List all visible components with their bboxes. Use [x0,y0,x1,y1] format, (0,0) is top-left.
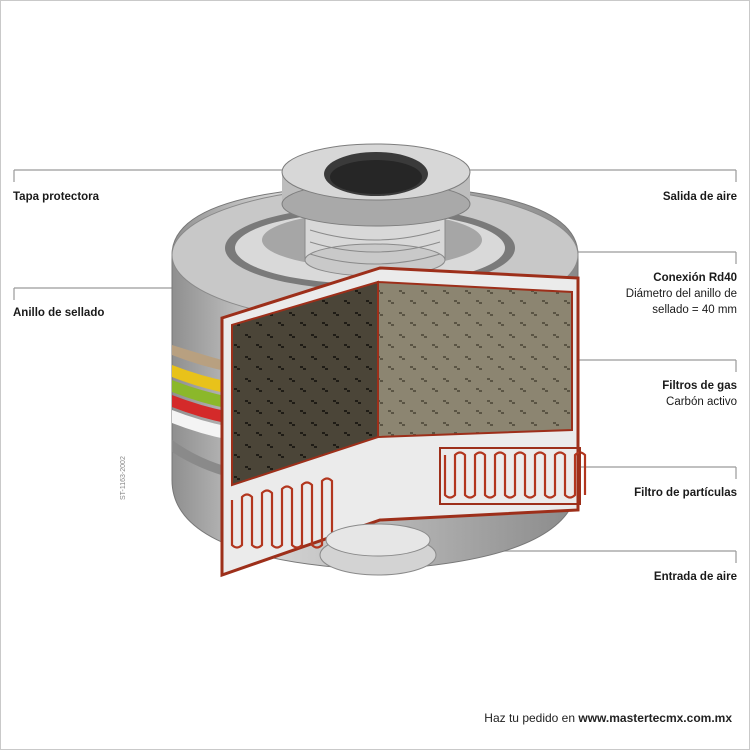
label-conexion-title: Conexión Rd40 [653,272,737,284]
label-filtro-de-particulas: Filtro de partículas [634,487,737,499]
label-anillo-de-sellado: Anillo de sellado [13,307,105,319]
label-conexion-detail-1: Diámetro del anillo de [625,288,737,300]
particle-pleats-right [443,451,587,499]
label-filtros-de-gas: Filtros de gas [662,380,737,392]
label-carbon-activo: Carbón activo [666,396,737,408]
label-salida-de-aire: Salida de aire [662,191,737,203]
band-green [172,380,230,409]
label-entrada-de-aire: Entrada de aire [653,571,737,583]
band-white [172,410,230,440]
band-tan [172,345,230,372]
leader-tapa-protectora [13,169,300,182]
cutaway-interior [220,266,587,578]
band-yellow [172,365,230,394]
top-connector [281,143,471,277]
label-tapa-protectora: Tapa protectora [13,191,100,203]
footer-prefix: Haz tu pedido en [484,711,579,725]
footer: Haz tu pedido en www.mastertecmx.com.mx [484,711,732,725]
bottom-inlet [319,523,437,576]
particle-pleats-left [230,477,334,549]
label-conexion-detail-2: sellado = 40 mm [652,304,737,316]
footer-url-link[interactable]: www.mastertecmx.com.mx [578,711,732,725]
leader-salida-de-aire [420,169,737,182]
carbon-right-panel [377,280,573,439]
leader-filtro-particulas [580,466,737,479]
drawing-code: ST-1163-2002 [120,456,127,500]
band-red [172,395,230,424]
